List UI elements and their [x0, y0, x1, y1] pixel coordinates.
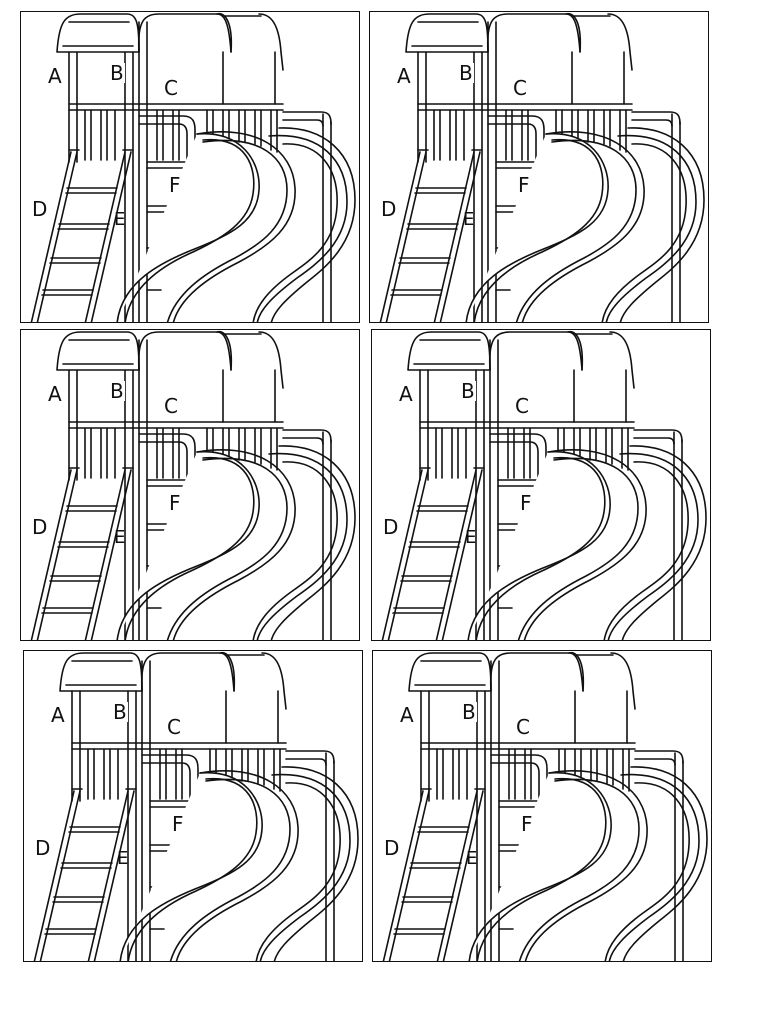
label-c: C [512, 76, 528, 100]
label-e: E [117, 848, 129, 869]
label-b: B [112, 700, 128, 724]
label-d: D [382, 515, 400, 539]
label-f: F [168, 491, 182, 515]
label-a: A [47, 382, 63, 406]
label-b: B [458, 61, 474, 85]
label-d: D [380, 197, 398, 221]
label-a: A [396, 64, 412, 88]
playground-slide-drawing [372, 330, 711, 641]
label-f: F [171, 812, 185, 836]
label-c: C [163, 76, 179, 100]
playground-slide-drawing [373, 651, 712, 962]
label-c: C [163, 394, 179, 418]
label-e: E [465, 527, 477, 548]
label-d: D [383, 836, 401, 860]
label-e: E [114, 527, 126, 548]
label-b: B [109, 61, 125, 85]
slide-diagram-panel-6: A B C D E F [372, 650, 712, 962]
label-b: B [461, 700, 477, 724]
label-b: B [460, 379, 476, 403]
label-e: E [463, 209, 475, 230]
label-c: C [515, 715, 531, 739]
label-b: B [109, 379, 125, 403]
playground-slide-drawing [21, 330, 360, 641]
label-f: F [520, 812, 534, 836]
slide-diagram-panel-3: A B C D E F [20, 329, 360, 641]
label-f: F [168, 173, 182, 197]
label-c: C [514, 394, 530, 418]
playground-slide-drawing [24, 651, 363, 962]
slide-diagram-panel-4: A B C D E F [371, 329, 711, 641]
label-f: F [519, 491, 533, 515]
label-a: A [398, 382, 414, 406]
label-d: D [34, 836, 52, 860]
label-a: A [399, 703, 415, 727]
slide-diagram-panel-1: A B C D E F [20, 11, 360, 323]
slide-diagram-panel-2: A B C D E F [369, 11, 709, 323]
label-e: E [466, 848, 478, 869]
label-c: C [166, 715, 182, 739]
label-d: D [31, 197, 49, 221]
label-a: A [47, 64, 63, 88]
slide-diagram-panel-5: A B C D E F [23, 650, 363, 962]
label-d: D [31, 515, 49, 539]
label-e: E [114, 209, 126, 230]
playground-slide-drawing [370, 12, 709, 323]
label-f: F [517, 173, 531, 197]
playground-slide-drawing [21, 12, 360, 323]
label-a: A [50, 703, 66, 727]
